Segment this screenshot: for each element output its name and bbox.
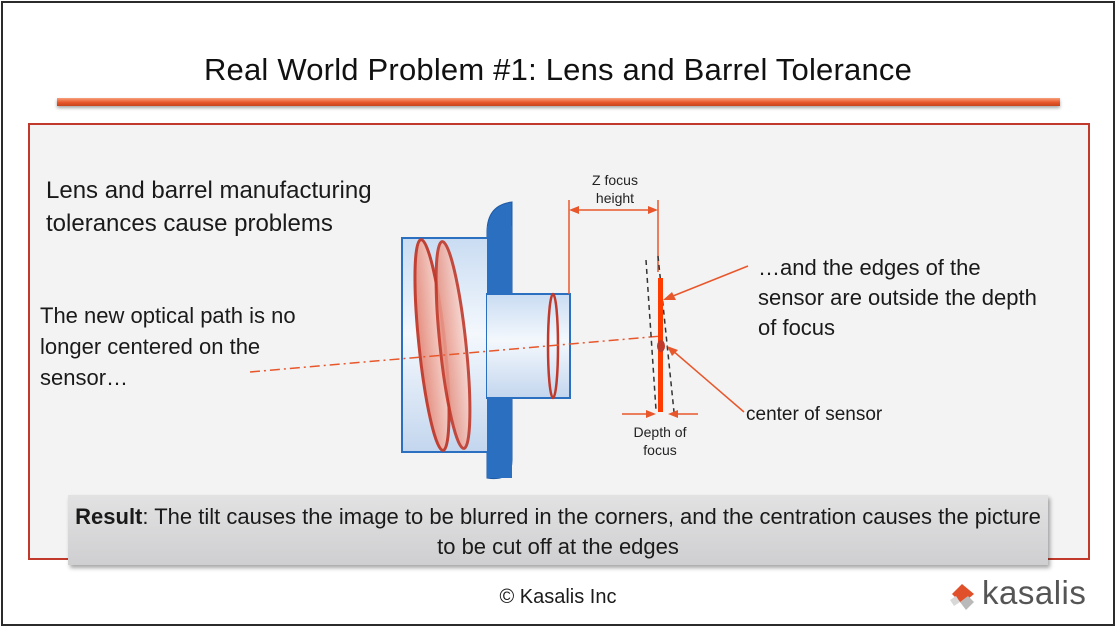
slide-title: Real World Problem #1: Lens and Barrel T…	[203, 52, 913, 87]
result-label: Result	[75, 504, 143, 529]
sensor-edges-text: …and the edges of the sensor are outside…	[758, 255, 1037, 340]
optical-path-text: The new optical path is no longer center…	[40, 303, 296, 390]
depth-of-focus-line-right	[657, 255, 675, 413]
kasalis-logo-icon	[950, 584, 974, 610]
depth-of-focus-line-left	[645, 259, 657, 411]
edges-pointer	[667, 265, 749, 299]
kasalis-logo: kasalis	[946, 574, 1096, 614]
flange-mask	[487, 294, 512, 398]
depth-of-focus-label: Depth of focus	[633, 424, 687, 458]
lens-element-2	[434, 240, 472, 450]
result-text: : The tilt causes the image to be blurre…	[142, 504, 1041, 559]
sensor-center-marker	[657, 340, 665, 352]
result-box: Result: The tilt causes the image to be …	[68, 495, 1048, 565]
center-pointer	[671, 349, 745, 413]
title-underline	[57, 98, 1060, 106]
center-of-sensor-label: center of sensor	[746, 404, 883, 425]
optical-axis	[249, 335, 663, 373]
z-focus-height-label: Z focus height	[592, 172, 638, 206]
lens-tolerance-text: Lens and barrel manufacturing tolerances…	[46, 177, 372, 237]
kasalis-logo-text: kasalis	[982, 574, 1087, 611]
lens-element-3	[546, 292, 560, 400]
copyright-text: © Kasalis Inc	[499, 586, 617, 608]
